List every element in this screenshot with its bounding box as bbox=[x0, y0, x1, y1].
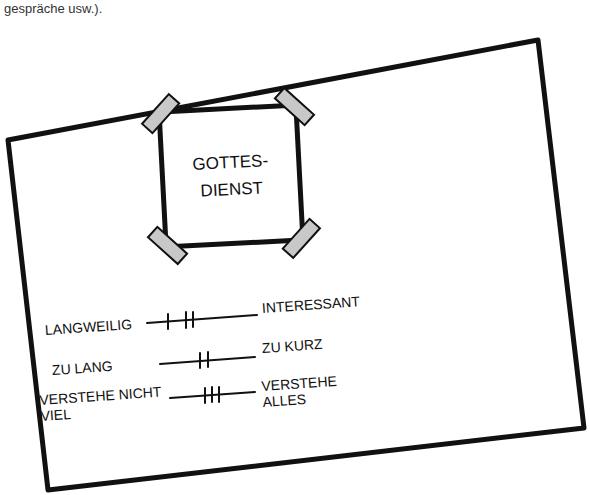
note-outline bbox=[156, 102, 305, 249]
scale-tick bbox=[211, 387, 213, 402]
note-text: GOTTES- DIENST bbox=[192, 147, 270, 205]
scale-tick bbox=[199, 353, 201, 368]
tape-strip bbox=[148, 227, 187, 264]
page-fragment-text: gespräche usw.). bbox=[4, 2, 102, 17]
paper-outline bbox=[8, 40, 584, 490]
scale-label: VERSTEHE ALLES bbox=[261, 372, 355, 411]
tape-strip bbox=[283, 219, 320, 258]
taped-note: GOTTES- DIENST bbox=[156, 102, 305, 249]
scale-tick bbox=[207, 352, 209, 367]
scale-tick bbox=[218, 387, 220, 402]
scale-tick bbox=[192, 312, 194, 327]
scale-line bbox=[147, 315, 257, 323]
scale-tick bbox=[167, 314, 169, 329]
tape-strip bbox=[142, 94, 179, 133]
tape-strip bbox=[275, 88, 314, 125]
scale-tick bbox=[185, 312, 187, 328]
note-border bbox=[159, 105, 303, 247]
scale-tick bbox=[204, 388, 206, 403]
rating-scales bbox=[147, 312, 257, 403]
